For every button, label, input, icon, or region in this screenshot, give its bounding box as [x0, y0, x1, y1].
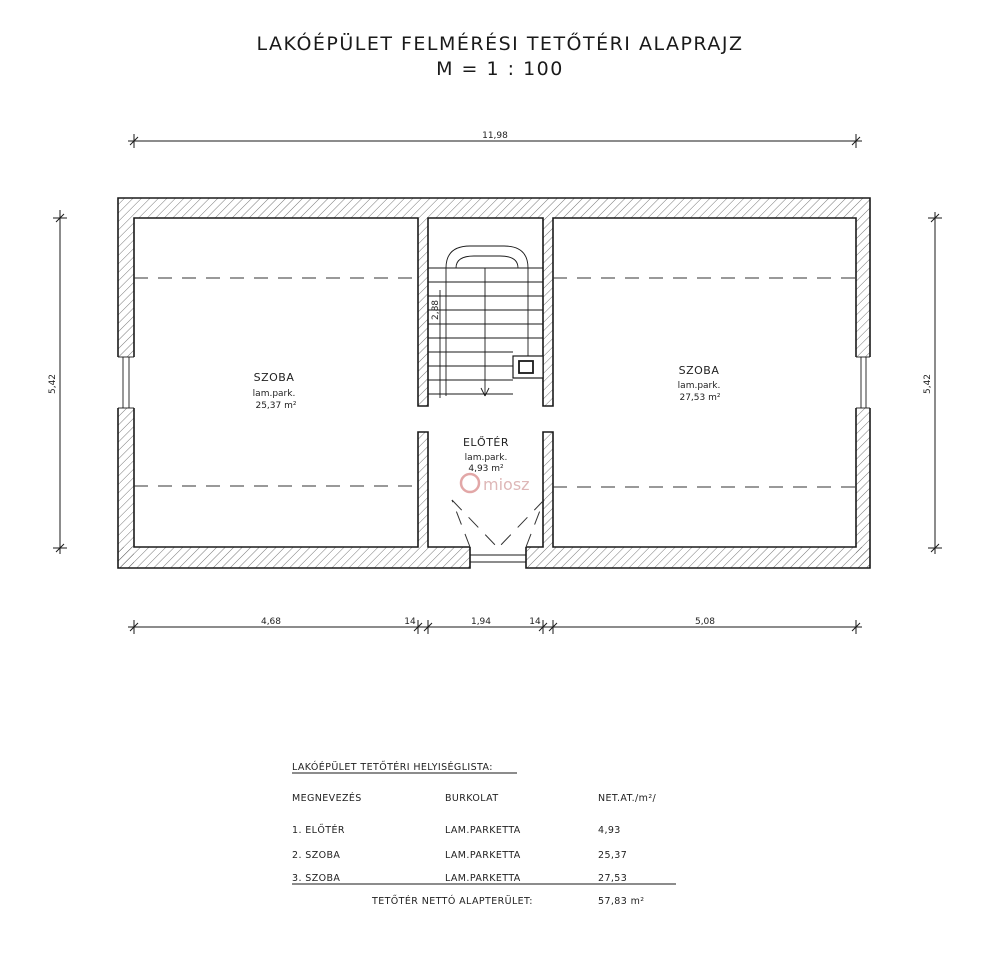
- watermark: miosz: [459, 472, 530, 494]
- overall-width-dimension: 11,98: [128, 131, 862, 148]
- row-area: 4,93: [598, 825, 621, 836]
- room-hall-floor: lam.park.: [465, 453, 508, 463]
- room-right-floor: lam.park.: [678, 381, 721, 391]
- row-area: 25,37: [598, 850, 627, 861]
- segment-label-1: 4,68: [261, 617, 281, 627]
- column-header-finish: BURKOLAT: [445, 793, 499, 804]
- row-name: 2. SZOBA: [292, 850, 340, 861]
- right-height-label: 5,42: [923, 374, 933, 394]
- segment-label-5: 5,08: [695, 617, 715, 627]
- room-right-area: 27,53 m²: [679, 393, 720, 403]
- table-row: 2. SZOBA LAM.PARKETTA 25,37: [292, 850, 627, 861]
- right-height-dimension: 5,42: [923, 212, 942, 554]
- left-height-label: 5,42: [48, 374, 58, 394]
- table-row: 3. SZOBA LAM.PARKETTA 27,53: [292, 873, 627, 884]
- row-name: 3. SZOBA: [292, 873, 340, 884]
- room-left-area: 25,37 m²: [255, 401, 296, 411]
- watermark-text: miosz: [483, 475, 530, 494]
- overall-width-label: 11,98: [482, 131, 508, 141]
- staircase: 2,88: [428, 245, 544, 398]
- segment-label-3: 1,94: [471, 617, 491, 627]
- row-finish: LAM.PARKETTA: [445, 825, 521, 836]
- row-finish: LAM.PARKETTA: [445, 850, 521, 861]
- room-right-label: SZOBA lam.park. 27,53 m²: [678, 364, 721, 403]
- wall-outlines: [117, 197, 871, 569]
- room-hall-area: 4,93 m²: [468, 464, 504, 474]
- roof-slope-lines: [134, 277, 856, 488]
- room-left-floor: lam.park.: [253, 389, 296, 399]
- total-label: TETŐTÉR NETTÓ ALAPTERÜLET:: [371, 895, 533, 907]
- walls: [118, 198, 870, 568]
- drawing-scale: M = 1 : 100: [436, 58, 564, 80]
- room-list-table: LAKÓÉPÜLET TETŐTÉRI HELYISÉGLISTA: MEGNE…: [292, 761, 676, 907]
- drawing-title: LAKÓÉPÜLET FELMÉRÉSI TETŐTÉRI ALAPRAJZ: [257, 31, 744, 55]
- entry-door-swing: [451, 499, 545, 549]
- room-right-name: SZOBA: [679, 364, 720, 377]
- room-hall-name: ELŐTÉR: [463, 435, 509, 449]
- stair-height-label: 2,88: [431, 300, 441, 320]
- left-height-dimension: 5,42: [48, 210, 67, 554]
- table-row: 1. ELŐTÉR LAM.PARKETTA 4,93: [292, 824, 621, 836]
- row-finish: LAM.PARKETTA: [445, 873, 521, 884]
- segment-dimensions: 4,68 14 1,94 14 5,08: [128, 617, 862, 634]
- watermark-logo-icon: [459, 472, 481, 494]
- segment-label-2: 14: [404, 617, 416, 627]
- segment-label-4: 14: [529, 617, 541, 627]
- total-value: 57,83 m²: [598, 896, 644, 907]
- column-header-area: NET.AT./m²/: [598, 793, 657, 804]
- column-header-name: MEGNEVEZÉS: [292, 792, 362, 804]
- room-list-heading: LAKÓÉPÜLET TETŐTÉRI HELYISÉGLISTA:: [292, 761, 493, 773]
- room-left-label: SZOBA lam.park. 25,37 m²: [253, 371, 297, 411]
- room-hall-label: ELŐTÉR lam.park. 4,93 m²: [463, 435, 509, 474]
- row-area: 27,53: [598, 873, 627, 884]
- room-left-name: SZOBA: [254, 371, 295, 384]
- row-name: 1. ELŐTÉR: [292, 824, 345, 836]
